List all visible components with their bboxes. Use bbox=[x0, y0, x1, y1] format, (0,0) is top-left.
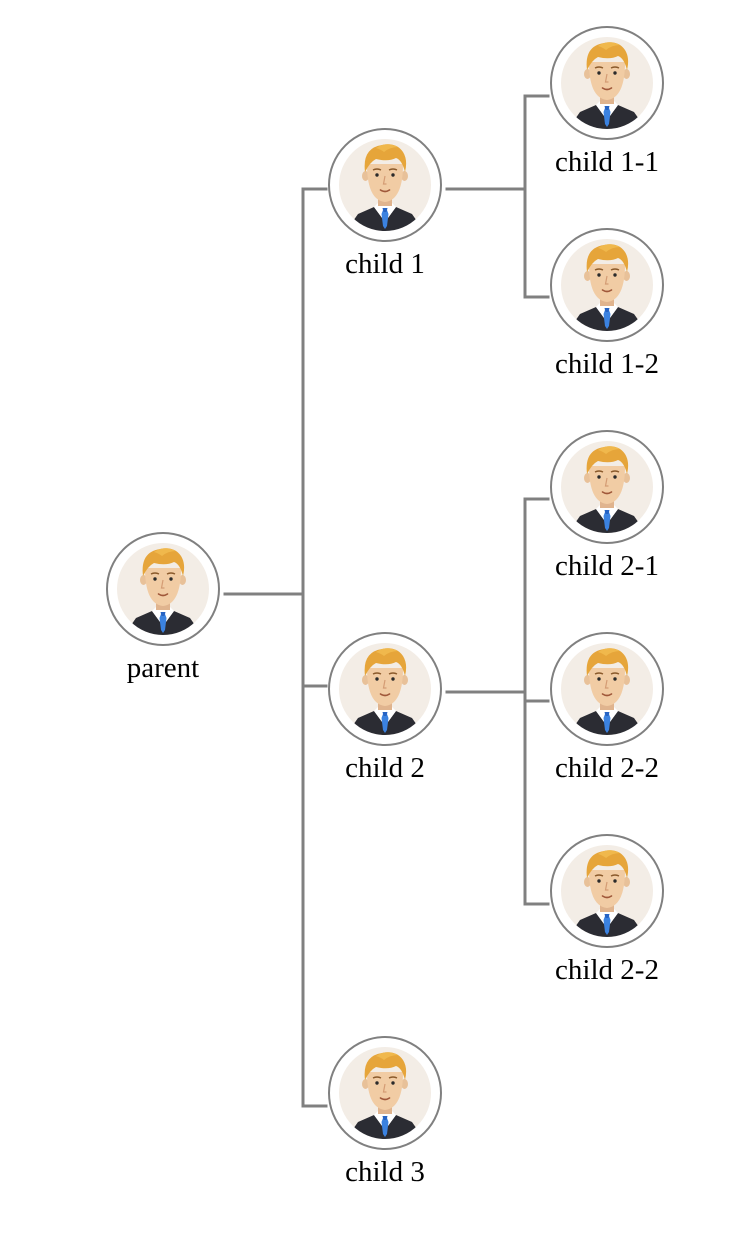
tree-node-child-2[interactable]: child 2 bbox=[305, 632, 465, 786]
tree-node-child-2-1[interactable]: child 2-1 bbox=[527, 430, 687, 584]
connector-child1-children bbox=[445, 94, 550, 299]
businessman-avatar-icon bbox=[550, 228, 664, 342]
tree-node-child-1[interactable]: child 1 bbox=[305, 128, 465, 282]
node-label: parent bbox=[126, 652, 200, 684]
connector-parent-children bbox=[223, 187, 328, 1108]
businessman-avatar-icon bbox=[106, 532, 220, 646]
businessman-avatar-icon bbox=[328, 128, 442, 242]
businessman-avatar-icon bbox=[550, 26, 664, 140]
businessman-avatar-icon bbox=[550, 834, 664, 948]
tree-node-child-2-2[interactable]: child 2-2 bbox=[527, 632, 687, 786]
businessman-avatar-icon bbox=[328, 632, 442, 746]
tree-node-parent[interactable]: parent bbox=[83, 532, 243, 686]
node-label: child 3 bbox=[345, 1156, 425, 1188]
node-label: child 1 bbox=[345, 248, 425, 280]
businessman-avatar-icon bbox=[328, 1036, 442, 1150]
node-label: child 2-1 bbox=[555, 550, 659, 582]
tree-node-child-1-2[interactable]: child 1-2 bbox=[527, 228, 687, 382]
node-label: child 2-2 bbox=[555, 752, 659, 784]
tree-node-child-3[interactable]: child 3 bbox=[305, 1036, 465, 1190]
node-label: child 2-2 bbox=[555, 954, 659, 986]
connector-child2-children bbox=[445, 497, 550, 906]
businessman-avatar-icon bbox=[550, 430, 664, 544]
tree-node-child-2-3[interactable]: child 2-2 bbox=[527, 834, 687, 988]
node-label: child 1-1 bbox=[555, 146, 659, 178]
node-label: child 2 bbox=[345, 752, 425, 784]
node-label: child 1-2 bbox=[555, 348, 659, 380]
tree-node-child-1-1[interactable]: child 1-1 bbox=[527, 26, 687, 180]
businessman-avatar-icon bbox=[550, 632, 664, 746]
